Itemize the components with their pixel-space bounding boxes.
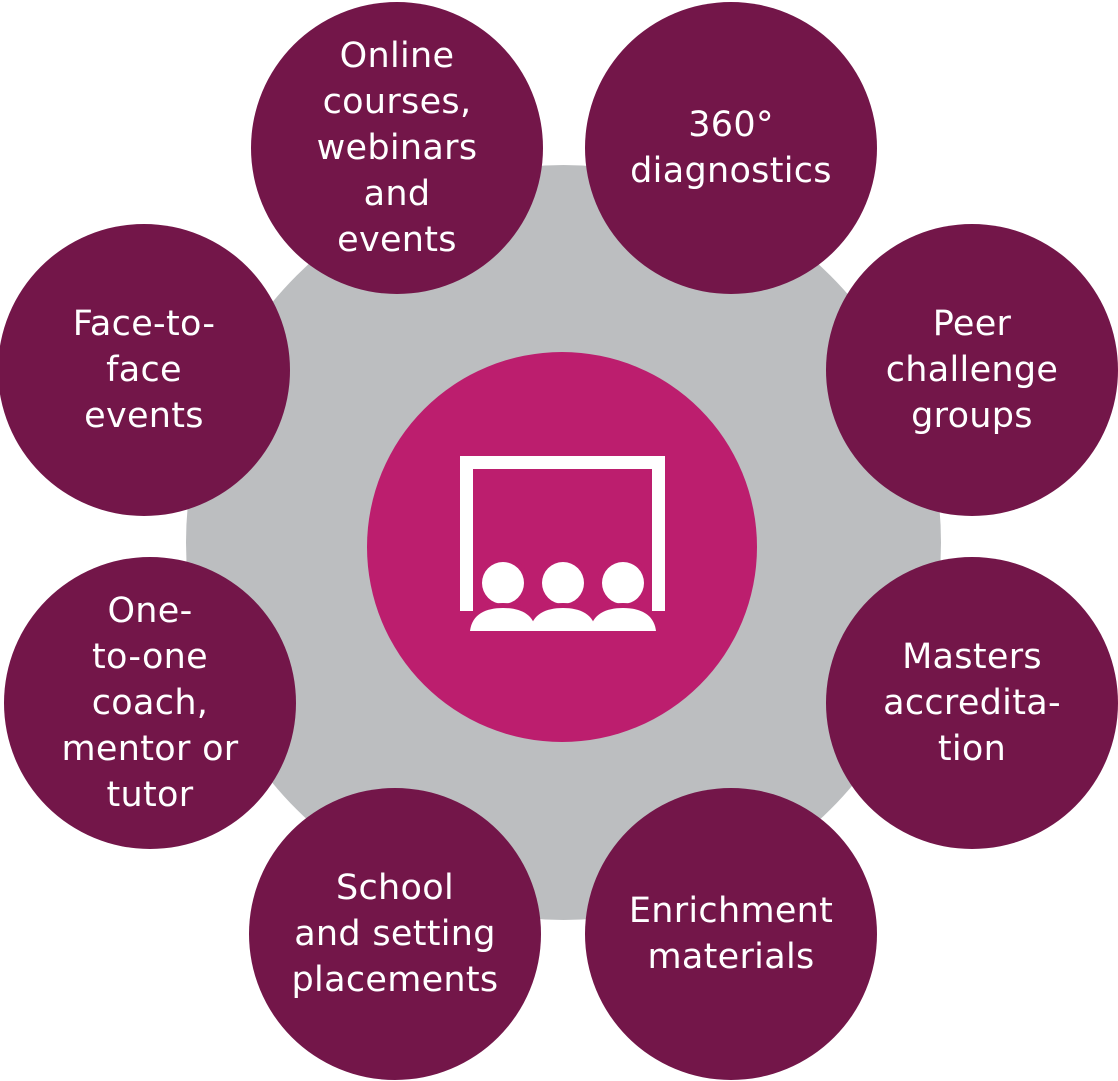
node-peer-challenge-groups: Peer challenge groups <box>826 224 1118 516</box>
node-masters-accreditation-label: Masters accredita- tion <box>883 637 1061 769</box>
node-face-to-face-events-label: Face-to- face events <box>72 304 216 436</box>
node-online-courses-label: Online courses, webinars and events <box>316 36 478 260</box>
node-enrichment-materials: Enrichment materials <box>585 788 877 1080</box>
node-online-courses: Online courses, webinars and events <box>251 2 543 294</box>
hub-core <box>367 352 757 742</box>
node-enrichment-materials-label: Enrichment materials <box>628 891 834 977</box>
audience-presentation-icon <box>460 456 665 633</box>
node-360-diagnostics-label: 360° diagnostics <box>630 105 832 191</box>
node-school-setting-placements-label: School and setting placements <box>291 868 499 1000</box>
node-one-to-one-coach-label: One- to-one coach, mentor or tutor <box>61 591 239 815</box>
node-school-setting-placements: School and setting placements <box>249 788 541 1080</box>
node-masters-accreditation: Masters accredita- tion <box>826 557 1118 849</box>
node-peer-challenge-groups-label: Peer challenge groups <box>885 304 1059 436</box>
node-360-diagnostics: 360° diagnostics <box>585 2 877 294</box>
node-one-to-one-coach: One- to-one coach, mentor or tutor <box>4 557 296 849</box>
node-face-to-face-events: Face-to- face events <box>0 224 290 516</box>
